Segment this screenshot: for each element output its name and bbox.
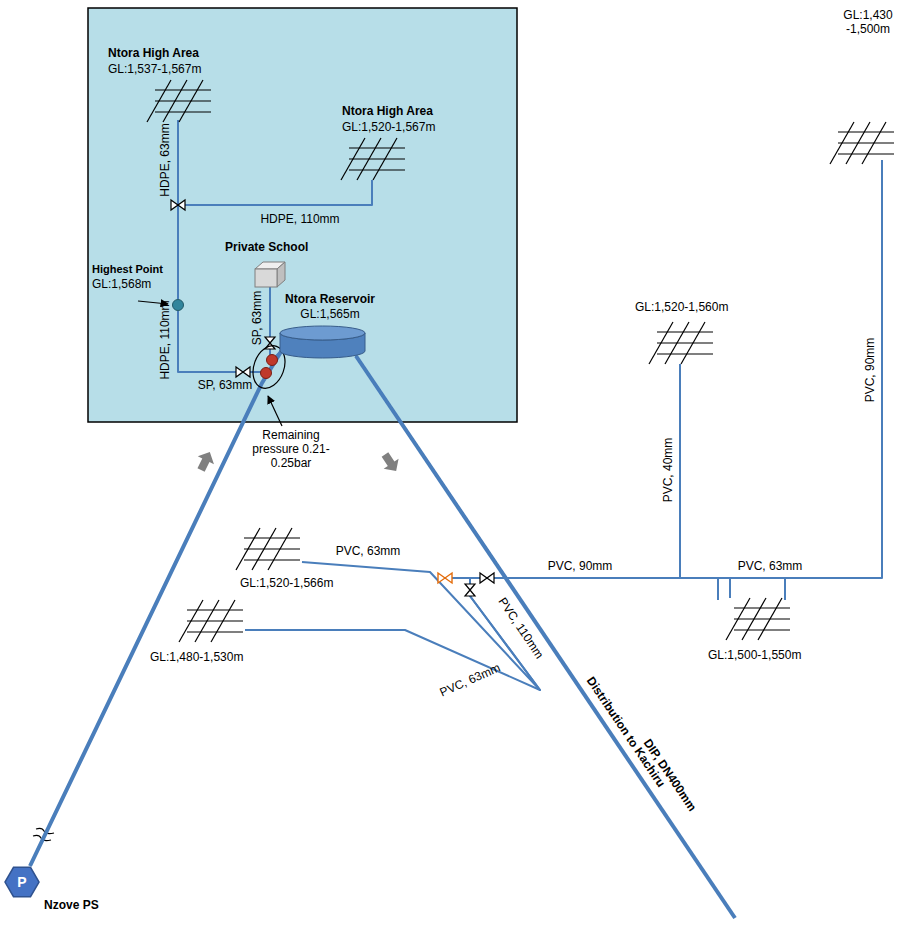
gate-valve	[171, 200, 185, 210]
pipe-line	[302, 356, 540, 690]
pipe-label: PVC, 63mm	[438, 660, 503, 699]
node-title: Ntora High Area	[342, 104, 433, 118]
node-note: Nzove PS	[44, 898, 99, 912]
pipe-label: PVC, 40mm	[661, 438, 675, 503]
pipe-label: PVC, 90mm	[548, 559, 613, 573]
grid-symbol	[232, 528, 302, 570]
dot-node: Highest PointGL:1,568m	[172, 299, 184, 311]
pipe-label: SP, 63mm	[250, 291, 264, 345]
tank-symbol	[280, 326, 365, 358]
callout-note: Remaining pressure 0.21-0.25bar	[249, 428, 333, 470]
node-title: Highest Point	[92, 262, 163, 276]
pipe-label: PVC, 63mm	[336, 544, 401, 558]
grid-symbol	[722, 598, 792, 640]
ntora-zone	[88, 8, 517, 422]
node-note: GL:1,537-1,567m	[108, 62, 201, 76]
pipe-line	[356, 160, 882, 578]
flow-arrow	[193, 448, 218, 474]
service-area: GL:1,430 -1,500m	[826, 122, 896, 164]
node-title: GL:1,520-1,560m	[635, 300, 728, 314]
node-title: Private School	[225, 240, 308, 254]
pipe-label: Distribution to Kachiru	[584, 674, 668, 790]
node-title: Ntora Reservoir	[285, 292, 375, 306]
service-stub	[784, 578, 786, 600]
pipe-label: PVC, 90mm	[863, 338, 877, 403]
node-title: GL:1,480-1,530m	[150, 650, 243, 664]
node-note: GL:1,568m	[92, 277, 151, 291]
gate-valve	[480, 573, 494, 583]
node-title: P	[17, 875, 26, 889]
service-area: Ntora High AreaGL:1,537-1,567m	[143, 80, 213, 122]
hex-node: PNzove PS	[4, 864, 40, 900]
pipe-line	[356, 356, 730, 598]
pipe-label: HDPE, 110mm	[158, 300, 172, 379]
gate-valve	[236, 367, 250, 377]
pipe-label: HDPE, 110mm	[260, 212, 339, 226]
grid-symbol	[645, 322, 715, 364]
gate-valve	[438, 573, 452, 583]
leader-arrow	[268, 396, 282, 426]
grid-symbol	[175, 600, 245, 642]
service-area: Ntora High AreaGL:1,520-1,567m	[337, 138, 407, 180]
node-note: GL:1,520-1,567m	[342, 120, 435, 134]
node-title: Ntora High Area	[108, 46, 199, 60]
pipe-label: PVC, 63mm	[738, 559, 803, 573]
service-area: GL:1,480-1,530m	[175, 600, 245, 642]
pressure-point	[261, 368, 272, 379]
service-area: GL:1,520-1,566m	[232, 528, 302, 570]
node-title: GL:1,430 -1,500m	[838, 8, 898, 36]
pipe-label: HDPE, 63mm	[158, 123, 172, 196]
cube-node: Private School	[255, 262, 285, 287]
gate-valve	[465, 584, 475, 596]
grid-symbol	[826, 122, 896, 164]
trunk-main	[30, 350, 282, 866]
pipe-line	[245, 356, 540, 690]
node-note: GL:1,565m	[300, 307, 359, 321]
pipe-line	[356, 356, 680, 578]
pressure-point	[267, 355, 278, 366]
service-area: GL:1,520-1,560m	[645, 322, 715, 364]
node-title: GL:1,500-1,550m	[708, 648, 801, 662]
service-area: GL:1,500-1,550m	[722, 598, 792, 640]
dot-symbol	[172, 299, 184, 311]
cube-symbol	[255, 262, 285, 287]
node-title: GL:1,520-1,566m	[240, 576, 333, 590]
pipe-line	[178, 180, 372, 299]
pipe-line	[178, 311, 282, 372]
flow-arrow	[378, 450, 404, 477]
tank-node: Ntora ReservoirGL:1,565m	[280, 326, 365, 358]
grid-symbol	[143, 80, 213, 122]
pipe-label: SP, 63mm	[198, 378, 252, 392]
grid-symbol	[337, 138, 407, 180]
service-stub	[717, 578, 719, 600]
